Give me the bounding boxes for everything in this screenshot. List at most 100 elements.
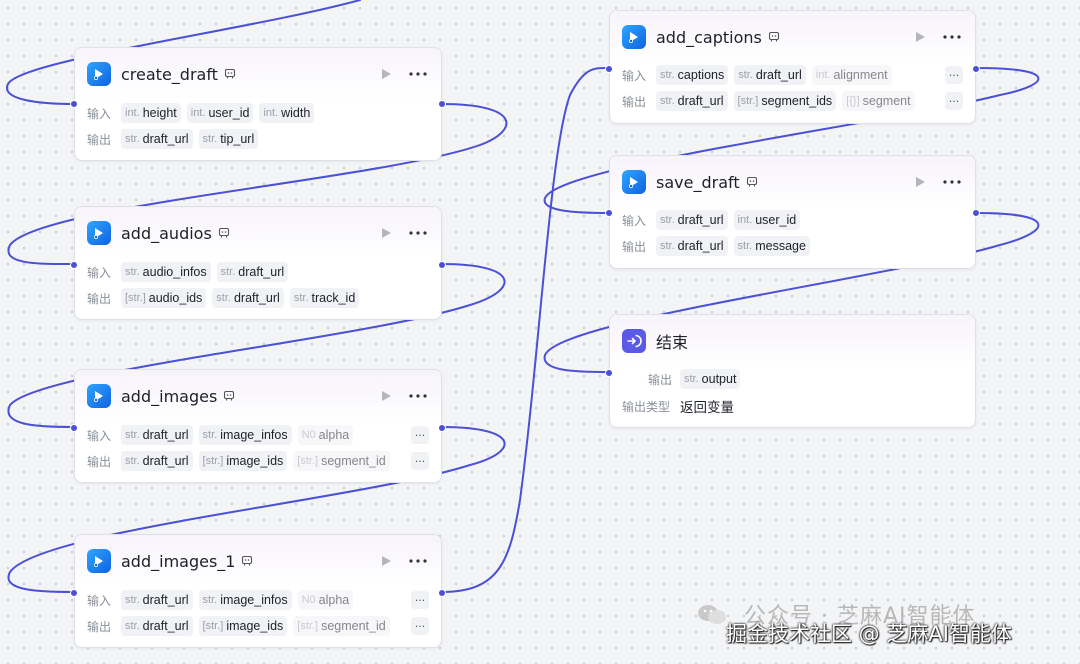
input-row: 输入 str.draft_url int.user_id [622,209,963,231]
input-port[interactable] [605,65,613,73]
play-icon[interactable] [913,30,927,44]
param-chip: str.draft_url [121,129,193,149]
play-icon[interactable] [379,389,393,403]
node-save-draft[interactable]: save_draft 输入 str.draft_url int.user_id … [605,155,980,269]
more-dots-icon[interactable] [407,554,429,568]
plugin-tag-icon [768,31,780,43]
node-header: save_draft [610,156,975,208]
node-title: add_images_1 [121,551,236,571]
node-header: create_draft [75,48,441,100]
param-chip: str.draft_url [121,425,193,445]
expand-params-button[interactable]: ··· [945,66,963,84]
plugin-tag-icon [224,68,236,80]
input-label: 输入 [87,593,112,608]
play-plugin-icon [87,549,111,573]
param-chip: str.image_infos [198,590,292,610]
node-header: add_captions [610,11,975,63]
param-chip: str.draft_url [212,288,284,308]
param-chip: str.draft_url [656,91,728,111]
more-dots-icon[interactable] [941,30,963,44]
output-row: 输出 str.draft_url str.tip_url [87,128,429,150]
input-port[interactable] [605,369,613,377]
edge-add-audios-to-add-images [7,263,506,428]
param-chip: int.width [259,103,315,123]
output-port[interactable] [438,424,446,432]
param-chip: [str.]image_ids [198,451,288,471]
output-row: 输出 str.draft_url [str.]segment_ids [{}]s… [622,90,963,112]
node-header: add_audios [75,207,441,259]
param-chip: int.alignment [811,65,892,85]
input-label: 输入 [622,68,647,83]
output-port[interactable] [438,261,446,269]
param-chip: str.draft_url [656,210,728,230]
node-title: 结束 [656,333,689,352]
param-chip: str.track_id [289,288,360,308]
edge-add-images-1-to-add-captions [441,66,610,593]
input-port[interactable] [70,100,78,108]
output-row: 输出 str.draft_url [str.]image_ids [str.]s… [87,615,429,637]
output-label: 输出 [647,372,672,387]
node-add-captions[interactable]: add_captions 输入 str.captions str.draft_u… [605,10,980,124]
edge-save-draft-to-end [543,212,1040,373]
param-chip: str.audio_infos [121,262,211,282]
output-port[interactable] [438,100,446,108]
play-icon[interactable] [379,226,393,240]
input-label: 输入 [87,428,112,443]
param-chip: str.captions [656,65,729,85]
edge-create-draft-to-add-audios [7,103,508,266]
output-port[interactable] [438,589,446,597]
watermark-line2: 掘金技术社区 @ 芝麻AI智能体 [726,622,1012,646]
expand-params-button[interactable]: ··· [945,92,963,110]
output-port[interactable] [972,209,980,217]
input-port[interactable] [70,424,78,432]
node-add-images[interactable]: add_images 输入 str.draft_url str.image_in… [70,369,446,483]
expand-params-button[interactable]: ··· [411,426,429,444]
param-chip: int.user_id [733,210,801,230]
node-end[interactable]: 结束 输出 str.output 输出类型 返回变量 [605,314,976,428]
more-dots-icon[interactable] [941,175,963,189]
node-title: add_audios [121,223,212,243]
plugin-tag-icon [223,390,235,402]
param-chip: [{}]segment [842,91,915,111]
edge-add-captions-to-save-draft [543,67,1040,214]
node-title: add_images [121,386,218,406]
input-port[interactable] [70,589,78,597]
param-chip: str.draft_url [656,236,728,256]
play-icon[interactable] [379,67,393,81]
play-plugin-icon [622,25,646,49]
param-chip: str.draft_url [121,451,193,471]
output-row: 输出 [str.]audio_ids str.draft_url str.tra… [87,287,429,309]
node-add-audios[interactable]: add_audios 输入 str.audio_infos str.draft_… [70,206,446,320]
more-dots-icon[interactable] [407,67,429,81]
node-create-draft[interactable]: create_draft 输入 int.height int.user_id i… [70,47,446,161]
input-port[interactable] [70,261,78,269]
play-icon[interactable] [379,554,393,568]
output-label: 输出 [87,132,112,147]
node-add-images-1[interactable]: add_images_1 输入 str.draft_url str.image_… [70,534,446,648]
expand-params-button[interactable]: ··· [411,591,429,609]
edge-top-to-create-draft [6,0,361,105]
more-dots-icon[interactable] [407,226,429,240]
expand-params-button[interactable]: ··· [411,452,429,470]
node-header: 结束 [610,315,975,367]
input-row: 输入 int.height int.user_id int.width [87,102,429,124]
input-port[interactable] [605,209,613,217]
input-row: 输入 str.captions str.draft_url int.alignm… [622,64,963,86]
output-label: 输出 [87,454,112,469]
param-chip: [str.]image_ids [198,616,288,636]
watermark: 公众号 · 芝麻AI智能体 掘金技术社区 @ 芝麻AI智能体 [696,596,1076,652]
expand-params-button[interactable]: ··· [411,617,429,635]
output-port[interactable] [972,65,980,73]
play-plugin-icon [87,384,111,408]
param-chip: str.output [680,369,741,389]
more-dots-icon[interactable] [407,389,429,403]
play-icon[interactable] [913,175,927,189]
param-chip: str.draft_url [121,616,193,636]
play-plugin-icon [87,62,111,86]
plugin-tag-icon [746,176,758,188]
param-chip: [str.]segment_ids [733,91,837,111]
play-plugin-icon [622,170,646,194]
